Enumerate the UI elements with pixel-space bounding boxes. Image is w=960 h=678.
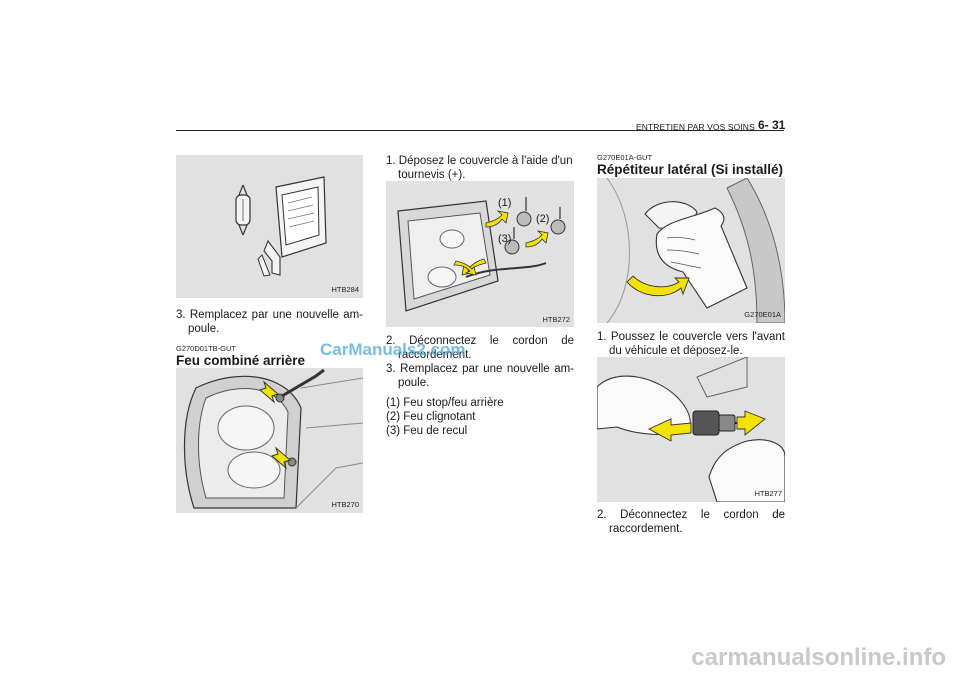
legend-item-turn-signal: (2) Feu clignotant bbox=[386, 411, 476, 423]
figure-side-repeater-disconnect: HTB277 bbox=[597, 357, 785, 502]
figure-lamp-sockets: (1) (2) (3) HTB272 bbox=[386, 181, 574, 327]
figure-code: HTB284 bbox=[331, 285, 359, 294]
step-disconnect-cord: 2. Déconnectez le cordon de raccordement… bbox=[386, 335, 574, 361]
step-replace-bulb: 3. Remplacez par une nouvelle am- poule. bbox=[176, 309, 363, 335]
festoon-bulb-drawing bbox=[235, 184, 251, 236]
figure-code: HTB272 bbox=[542, 315, 570, 324]
watermark-overlay: CarManuals2.com bbox=[320, 340, 466, 359]
figure-rear-lamp: HTB270 bbox=[176, 368, 363, 513]
section-title-side-repeater: Répétiteur latéral (Si installé) bbox=[597, 162, 784, 177]
footer-watermark: carmanualsonline.info bbox=[691, 644, 946, 671]
step-disconnect-cord: 2. Déconnectez le cordon de raccordement… bbox=[597, 509, 785, 535]
figure-code: G270E01A bbox=[744, 310, 781, 319]
lamp-housing-drawing bbox=[397, 197, 566, 312]
figure-code: HTB270 bbox=[331, 500, 359, 509]
step-push-cover-forward: 1. Poussez le couvercle vers l'avant du … bbox=[597, 331, 785, 357]
hand-pushing-repeater-drawing bbox=[606, 178, 785, 323]
section-title-rear-combination-lamp: Feu combiné arrière bbox=[176, 353, 306, 368]
legend-item-backup: (3) Feu de recul bbox=[386, 425, 468, 437]
figure-bulb-holder: HTB284 bbox=[176, 155, 363, 298]
rear-lamp-drawing bbox=[183, 368, 363, 509]
figure-code: HTB277 bbox=[754, 489, 782, 498]
callout-2: (2) bbox=[536, 213, 550, 225]
legend-item-stop-tail: (1) Feu stop/feu arrière bbox=[386, 397, 504, 409]
callout-3: (3) bbox=[498, 233, 512, 245]
section-code: G270E01A-GUT bbox=[597, 153, 653, 162]
bulb-legend: (1) Feu stop/feu arrière (2) Feu clignot… bbox=[386, 396, 574, 438]
hands-disconnecting-cord-drawing bbox=[597, 357, 785, 502]
lamp-holder-drawing bbox=[257, 176, 327, 277]
figure-side-repeater-remove: G270E01A bbox=[597, 178, 785, 323]
step-replace-bulb: 3. Remplacez par une nouvelle am- poule. bbox=[386, 363, 574, 389]
step-remove-cover: 1. Déposez le couvercle à l'aide d'un to… bbox=[386, 155, 573, 181]
callout-1: (1) bbox=[498, 197, 512, 209]
section-code: G270D01TB-GUT bbox=[176, 344, 237, 353]
header-section-title: ENTRETIEN PAR VOS SOINS bbox=[636, 122, 755, 132]
page-number: 6- 31 bbox=[758, 118, 786, 132]
header-rule bbox=[176, 130, 784, 131]
